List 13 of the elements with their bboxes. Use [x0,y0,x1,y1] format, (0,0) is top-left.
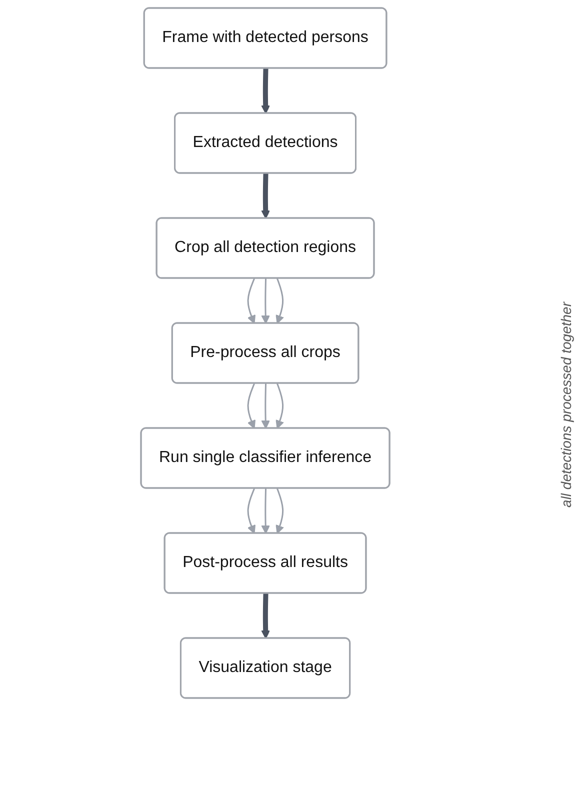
arrow [275,278,284,324]
arrow [260,593,270,639]
arrow [260,383,270,429]
arrow [247,278,256,324]
side-note: all detections processed together [558,302,574,508]
arrow [275,488,284,534]
arrow [275,383,284,429]
arrow [247,383,256,429]
arrow [247,488,256,534]
arrow [260,68,270,114]
arrow [260,488,270,534]
arrow [260,173,270,219]
arrow [260,278,270,324]
